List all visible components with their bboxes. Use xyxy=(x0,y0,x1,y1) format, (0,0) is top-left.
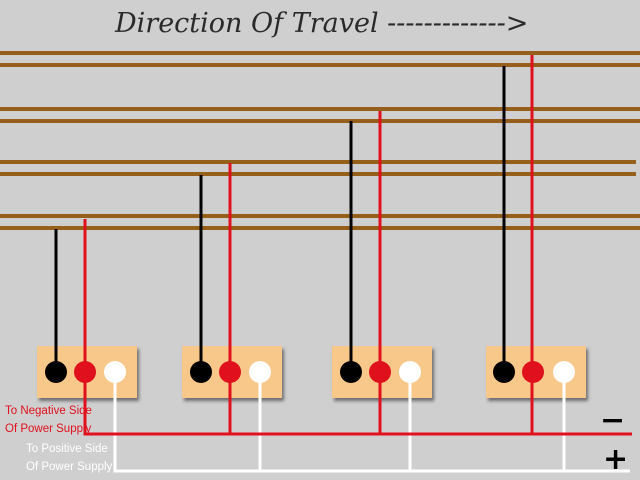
red-terminal xyxy=(74,361,96,383)
negative-bus-wire xyxy=(83,219,632,436)
red-terminal xyxy=(522,361,544,383)
black-terminal xyxy=(190,361,212,383)
terminals xyxy=(45,361,575,383)
white-terminal xyxy=(553,361,575,383)
black-terminal xyxy=(493,361,515,383)
black-terminal xyxy=(340,361,362,383)
red-terminal xyxy=(369,361,391,383)
white-terminal xyxy=(399,361,421,383)
direction-of-travel-title: Direction Of Travel -------------> xyxy=(114,8,528,39)
minus-symbol: − xyxy=(600,403,625,438)
positive-bus-wire xyxy=(113,372,630,473)
black-terminal xyxy=(45,361,67,383)
red-terminal xyxy=(219,361,241,383)
plus-symbol: + xyxy=(603,442,628,477)
positive-label-line1: To Positive Side xyxy=(26,443,108,455)
negative-label-line2: Of Power Supply xyxy=(5,423,92,435)
negative-label-line1: To Negative Side xyxy=(5,405,92,417)
white-terminal xyxy=(249,361,271,383)
sensor-wires xyxy=(54,66,506,372)
positive-wires xyxy=(113,372,630,473)
track-rails xyxy=(0,51,640,230)
positive-label-line2: Of Power Supply xyxy=(26,461,113,473)
white-terminal xyxy=(104,361,126,383)
